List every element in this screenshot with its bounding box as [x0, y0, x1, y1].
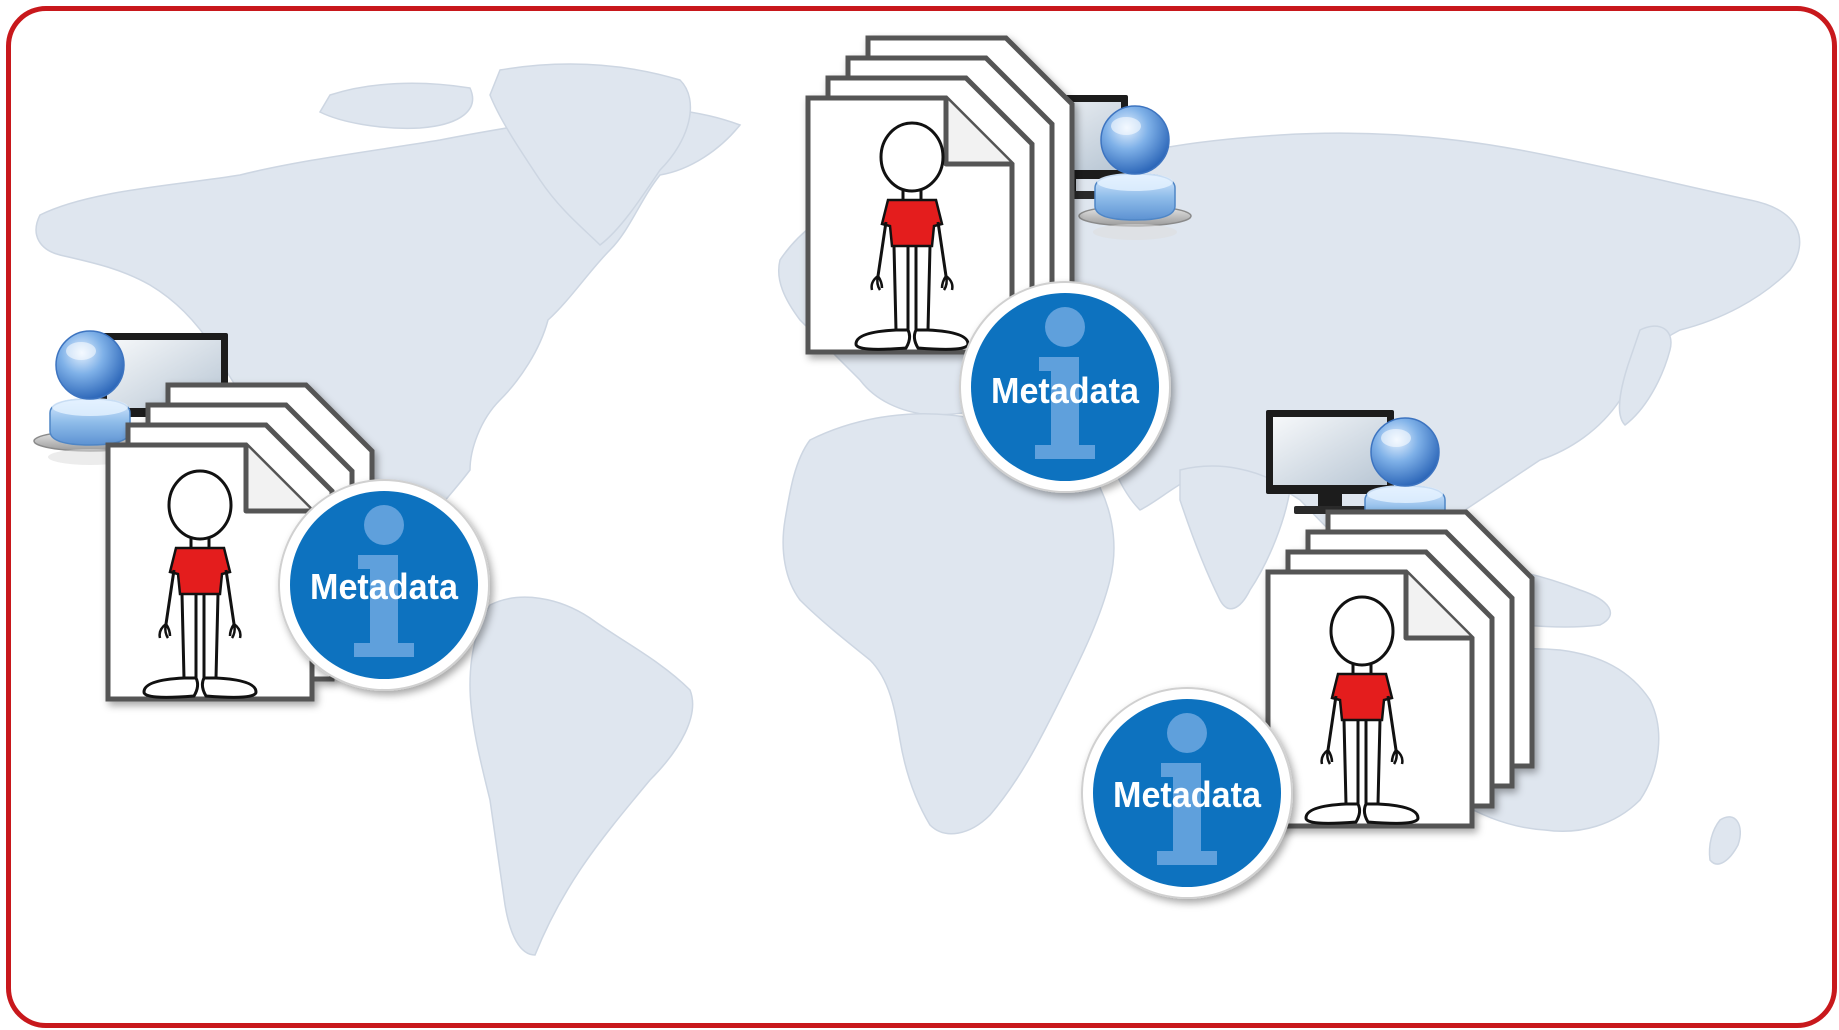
metadata-label: Metadata [991, 370, 1140, 411]
south-america-shape [469, 596, 694, 956]
document-stack-asia-pacific [1268, 512, 1532, 826]
metadata-label: Metadata [1113, 774, 1262, 815]
node-asia-pacific: Metadata [1081, 410, 1532, 899]
metadata-badge-europe[interactable]: Metadata [959, 281, 1171, 493]
document-stack-icon [1268, 512, 1532, 826]
metadata-badge-asia-pacific[interactable]: Metadata [1081, 687, 1293, 899]
metadata-label: Metadata [310, 566, 459, 607]
metadata-badge-americas[interactable]: Metadata [278, 479, 490, 691]
new-zealand-shape [1708, 816, 1741, 865]
greenland-shape [489, 63, 692, 246]
node-europe: Metadata [808, 38, 1192, 493]
asia-shape [1059, 132, 1801, 561]
japan-shape [1618, 325, 1672, 426]
node-americas: Metadata [33, 330, 490, 699]
arctic-islands-shape [318, 82, 474, 130]
india-shape [1179, 465, 1291, 610]
